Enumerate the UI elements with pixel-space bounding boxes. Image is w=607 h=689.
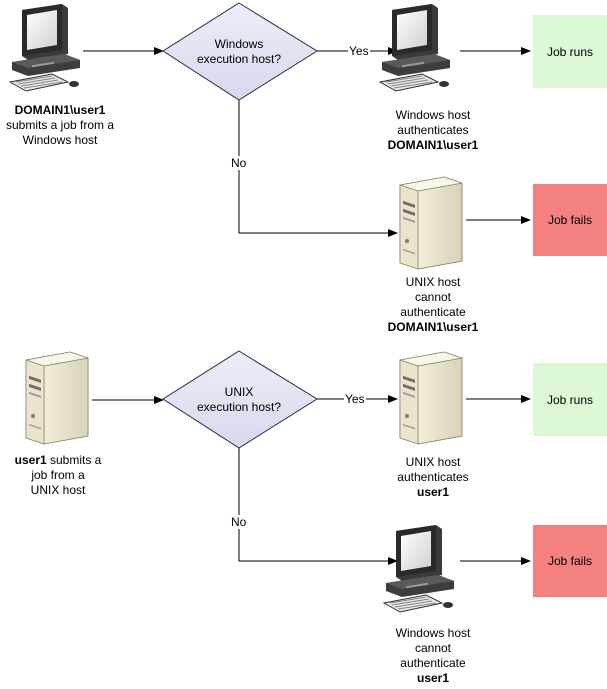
flow2-source-caption: user1 submits a job from a UNIX host bbox=[14, 453, 102, 497]
result-yes-box bbox=[533, 15, 607, 88]
flow2-result-runs: Job runs bbox=[546, 392, 594, 407]
no-target-workstation-icon bbox=[383, 524, 455, 613]
flow1 bbox=[9, 2, 607, 270]
flow1-no-label: No bbox=[230, 156, 248, 170]
source-workstation-icon bbox=[9, 3, 81, 92]
flow2-no-target-caption: Windows host cannot authenticate user1 bbox=[395, 626, 471, 685]
result-no-box bbox=[533, 525, 607, 597]
flow2-result-fails: Job fails bbox=[547, 554, 593, 568]
flow1-source-caption: DOMAIN1\user1 submits a job from a Windo… bbox=[5, 103, 115, 147]
flow1-decision-label: Windows execution host? bbox=[196, 37, 282, 66]
source-server-tower-icon bbox=[25, 351, 89, 445]
flow2-decision-label: UNIX execution host? bbox=[196, 385, 282, 414]
result-no-box bbox=[533, 184, 607, 256]
flow2-no-label: No bbox=[230, 515, 248, 529]
flow1-result-runs: Job runs bbox=[546, 44, 594, 59]
flow1-yes-target-caption: Windows host authenticates DOMAIN1\user1 bbox=[387, 108, 479, 152]
flow2 bbox=[25, 350, 607, 613]
flow1-no-target-caption: UNIX host cannot authenticate DOMAIN1\us… bbox=[387, 275, 479, 334]
no-target-server-tower-icon bbox=[399, 176, 463, 270]
flow1-result-fails: Job fails bbox=[547, 213, 593, 227]
flow2-yes-label: Yes bbox=[344, 392, 366, 406]
edge-no bbox=[238, 100, 398, 237]
flow2-yes-target-caption: UNIX host authenticates user1 bbox=[397, 455, 469, 499]
edge-no bbox=[238, 448, 398, 565]
flow1-yes-label: Yes bbox=[348, 44, 370, 58]
result-yes-box bbox=[533, 363, 607, 436]
yes-target-server-tower-icon bbox=[399, 351, 463, 445]
yes-target-workstation-icon bbox=[379, 3, 451, 92]
